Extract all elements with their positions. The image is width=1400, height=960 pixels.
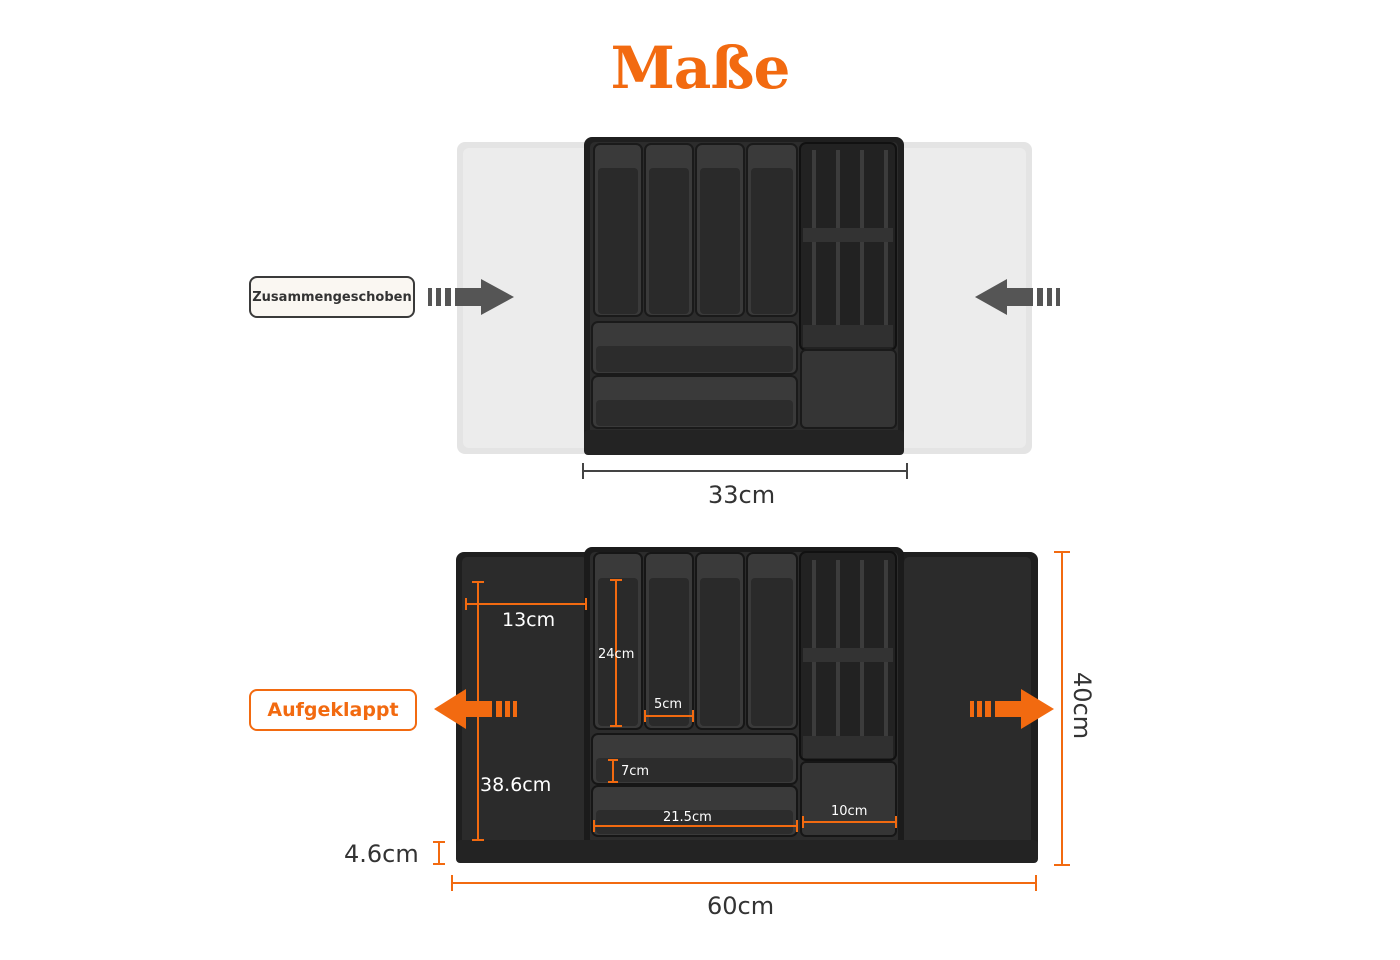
expand-arrow-right-icon xyxy=(970,689,1054,729)
expanded-width-label: 60cm xyxy=(707,892,775,920)
left-extension xyxy=(462,557,587,845)
expand-arrow-left-icon xyxy=(434,689,517,729)
height-label: 4.6cm xyxy=(344,840,419,868)
side-length-label: 38.6cm xyxy=(480,774,552,796)
tray-length-label: 21.5cm xyxy=(663,810,712,825)
collapsed-width-label: 33cm xyxy=(708,481,776,509)
side-width-label: 13cm xyxy=(502,609,556,631)
expanded-label: Aufgeklappt xyxy=(249,689,417,731)
collapsed-width-line xyxy=(582,463,908,479)
push-arrow-right-icon xyxy=(428,279,514,315)
slot-width-label: 5cm xyxy=(654,697,683,712)
push-arrow-left-icon xyxy=(975,279,1060,315)
tray-depth-label: 7cm xyxy=(621,764,650,779)
collapsed-label: Zusammengeschoben xyxy=(249,276,415,318)
depth-label: 40cm xyxy=(1068,672,1096,740)
measure-lines xyxy=(433,551,1070,891)
page-title: Maße xyxy=(610,34,791,102)
slot-length-label: 24cm xyxy=(598,647,635,662)
expanded-organizer xyxy=(433,547,1070,891)
knife-width-label: 10cm xyxy=(831,804,868,819)
collapsed-organizer xyxy=(428,137,1060,479)
right-extension xyxy=(904,557,1031,845)
